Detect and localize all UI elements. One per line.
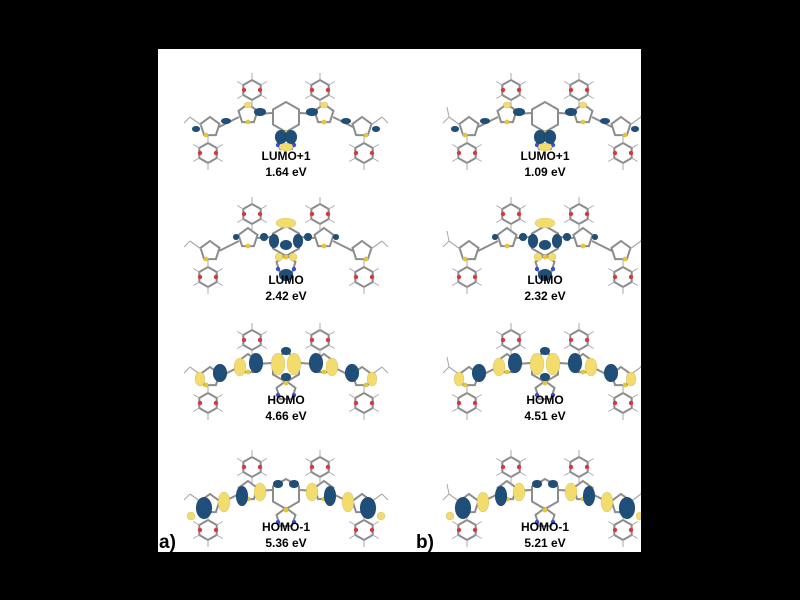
molecule-orbital-plot <box>442 323 641 420</box>
orbital-energy: 4.51 eV <box>524 409 565 423</box>
orbital-name: HOMO <box>267 393 304 407</box>
molecule-orbital-plot <box>442 73 641 170</box>
molecule-orbital-plot <box>183 197 389 294</box>
molecule-orbital-plot <box>183 323 389 420</box>
molecule-layer <box>183 73 641 547</box>
orbital-name: HOMO-1 <box>262 520 310 534</box>
orbital-energy: 5.21 eV <box>524 536 565 550</box>
molecule-orbital-plot <box>442 450 641 547</box>
orbital-name: LUMO+1 <box>261 149 310 163</box>
orbital-energy: 2.42 eV <box>265 289 306 303</box>
orbital-name: HOMO-1 <box>521 520 569 534</box>
orbital-name: HOMO <box>526 393 563 407</box>
molecule-orbital-plot <box>183 73 389 170</box>
panel-label-a: a) <box>159 532 176 552</box>
orbital-name: LUMO <box>527 273 562 287</box>
orbital-energy: 1.64 eV <box>265 165 306 179</box>
orbital-name: LUMO <box>268 273 303 287</box>
orbital-energy: 2.32 eV <box>524 289 565 303</box>
orbital-energy: 4.66 eV <box>265 409 306 423</box>
figure-panel: LUMO+1 1.64 eV LUMO 2.42 eV HOMO 4.66 eV… <box>158 49 641 552</box>
orbital-energy: 1.09 eV <box>524 165 565 179</box>
orbital-name: LUMO+1 <box>520 149 569 163</box>
molecule-orbital-plot <box>442 197 641 294</box>
orbital-energy: 5.36 eV <box>265 536 306 550</box>
molecule-orbital-plot <box>183 450 389 547</box>
orbital-figure: LUMO+1 1.64 eV LUMO 2.42 eV HOMO 4.66 eV… <box>159 73 641 552</box>
panel-label-b: b) <box>416 532 434 552</box>
